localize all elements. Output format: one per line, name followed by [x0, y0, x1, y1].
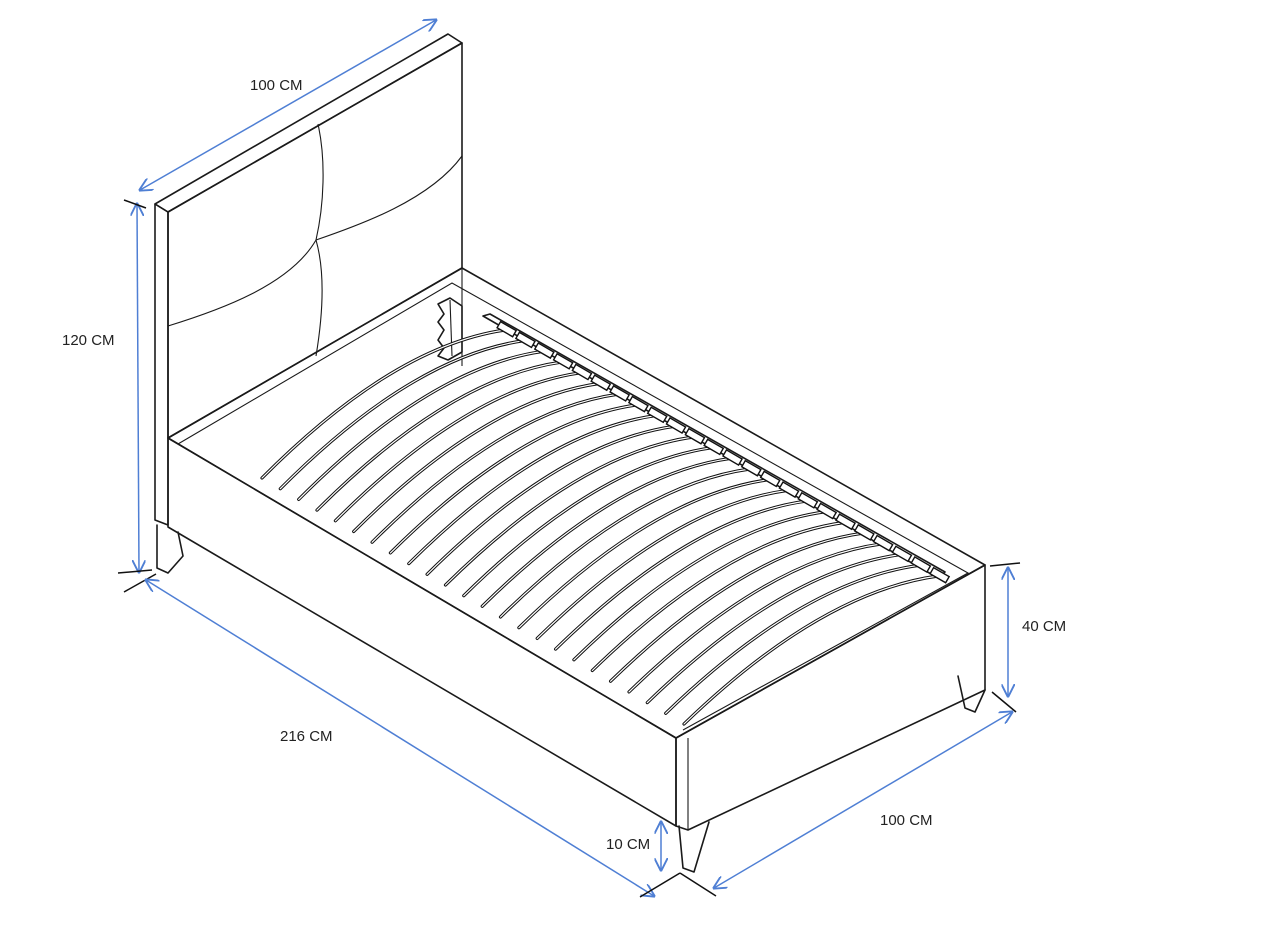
headboard-left-edge	[154, 203, 169, 526]
slat-highlight	[444, 436, 694, 586]
headboard-bracket	[437, 297, 463, 361]
slat	[664, 563, 921, 715]
dim-line-headboard-height	[137, 204, 139, 572]
slat-highlight	[481, 457, 732, 607]
slat-holder	[891, 545, 913, 563]
dimension-lines	[117, 20, 1021, 897]
slat-holder	[816, 502, 838, 520]
slat-highlight	[499, 468, 751, 618]
slat	[407, 414, 658, 566]
slat-holder	[665, 417, 687, 434]
slat-holder	[835, 513, 857, 531]
slat-highlight	[628, 543, 883, 693]
slat-highlight	[591, 521, 845, 672]
slat-highlight	[426, 425, 675, 575]
front-legs	[678, 675, 986, 873]
slat	[627, 542, 884, 694]
slat-highlight	[261, 329, 506, 479]
slat-group	[260, 320, 951, 726]
slat-holder	[759, 470, 781, 488]
label-frame-height: 40 CM	[1022, 618, 1066, 635]
slat	[388, 403, 639, 555]
slat-highlight	[279, 340, 525, 490]
slat-holder	[797, 491, 819, 509]
slat-highlight	[610, 532, 864, 682]
slat-holder	[646, 406, 668, 424]
slat	[260, 328, 507, 480]
slat	[609, 531, 865, 683]
slat-holder	[684, 427, 706, 445]
slat-holder	[609, 384, 631, 402]
slat-highlight	[683, 575, 939, 725]
slat-holder	[853, 523, 875, 541]
slat	[498, 467, 752, 619]
slat-highlight	[389, 404, 638, 554]
slat-highlight	[298, 350, 544, 500]
dimension-labels: 100 CM 120 CM 216 CM 40 CM 10 CM 100 CM	[62, 77, 1066, 853]
frame-foot-panel	[675, 564, 986, 831]
slat-holder	[533, 342, 555, 360]
slat	[480, 456, 733, 608]
slat-holder	[496, 320, 518, 338]
dim-line-length	[146, 580, 654, 896]
slat-holder	[571, 363, 593, 381]
slat-holder	[703, 438, 725, 456]
label-headboard-height: 120 CM	[62, 332, 115, 349]
slat-holder	[929, 566, 951, 584]
slat	[297, 349, 545, 501]
slat	[352, 381, 601, 534]
slat-highlight	[371, 393, 619, 543]
slat-holder	[910, 556, 932, 573]
slat-holder	[740, 459, 762, 477]
slat-holder	[872, 534, 894, 552]
headboard-tuft-horizontal	[167, 155, 463, 327]
slat-highlight	[408, 415, 657, 565]
slat-highlight	[463, 447, 713, 597]
front-corner-leg	[678, 821, 710, 873]
slat-highlight	[353, 382, 600, 533]
label-length: 216 CM	[280, 728, 333, 745]
slat-highlight	[665, 564, 920, 714]
headboard-top-edge	[154, 33, 463, 213]
dim-line-foot-width	[714, 712, 1012, 888]
dim-line-headboard-width	[140, 20, 436, 190]
slat-holder	[552, 352, 574, 370]
right-foot-leg	[957, 675, 986, 713]
slat-highlight	[316, 361, 563, 511]
label-foot-width: 100 CM	[880, 812, 933, 829]
slat-highlight	[646, 554, 901, 704]
slat	[370, 392, 620, 544]
back-leg	[156, 524, 184, 574]
slat	[425, 424, 676, 576]
slat	[682, 574, 940, 726]
label-leg-height: 10 CM	[606, 836, 650, 853]
slat-highlight	[334, 372, 581, 522]
slat	[333, 371, 582, 523]
slat	[443, 435, 695, 587]
slat	[315, 360, 564, 512]
slat-holder	[514, 331, 536, 349]
slat-holder	[590, 374, 612, 392]
label-headboard-width: 100 CM	[250, 77, 303, 94]
slat	[462, 446, 714, 598]
slat-holder	[778, 481, 800, 499]
slat-holder	[722, 449, 744, 466]
slat	[590, 520, 846, 673]
slat-holder	[627, 395, 649, 413]
